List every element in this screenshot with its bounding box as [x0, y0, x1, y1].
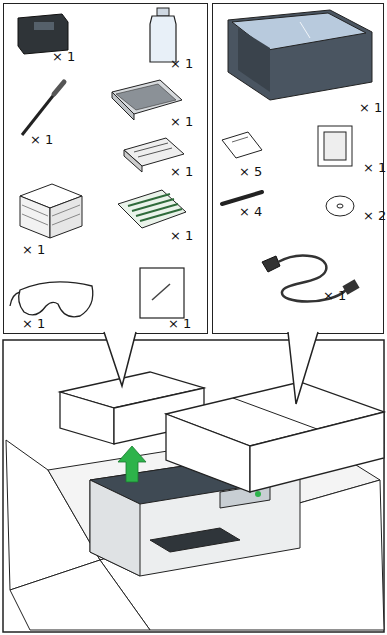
lift-arrow — [118, 446, 146, 482]
quantity-label: × 1 — [52, 49, 75, 64]
safety-goggles — [10, 282, 93, 317]
callout-tail — [288, 331, 318, 404]
small-bag — [140, 268, 184, 318]
quantity-label: × 5 — [239, 164, 262, 179]
callout-tail — [104, 331, 136, 386]
quantity-label: × 4 — [239, 204, 262, 219]
ink-bottle — [150, 8, 176, 62]
ink-cartridge — [18, 14, 68, 54]
manual-booklet — [222, 132, 262, 158]
quantity-label: × 1 — [22, 242, 45, 257]
quantity-label: × 1 — [170, 56, 193, 71]
quantity-label: × 1 — [359, 100, 382, 115]
quantity-label: × 1 — [170, 228, 193, 243]
cleaning-stick — [222, 192, 262, 204]
scene-frame — [3, 340, 384, 632]
quantity-label: × 2 — [363, 208, 386, 223]
printer-top-view — [228, 10, 372, 100]
large-accessory-box — [166, 382, 384, 492]
quantity-label: × 1 — [323, 288, 346, 303]
cd-rom — [326, 196, 354, 216]
paper-stack — [20, 184, 82, 238]
swab-pack — [118, 190, 186, 228]
quantity-label: × 1 — [168, 316, 191, 331]
parts-panel: × 1 × 5 × 1 × 4 × 2 × 1 — [212, 3, 384, 334]
quantity-label: × 1 — [363, 160, 386, 175]
quantity-label: × 1 — [170, 164, 193, 179]
parts-panel: × 1 × 1 × 1 × 1 × 1 × 1 × 1 × 1 × 1 — [3, 3, 208, 334]
dropper — [22, 82, 64, 135]
quantity-label: × 1 — [170, 114, 193, 129]
card-holder — [318, 126, 352, 166]
quantity-label: × 1 — [30, 132, 53, 147]
quantity-label: × 1 — [22, 316, 45, 331]
